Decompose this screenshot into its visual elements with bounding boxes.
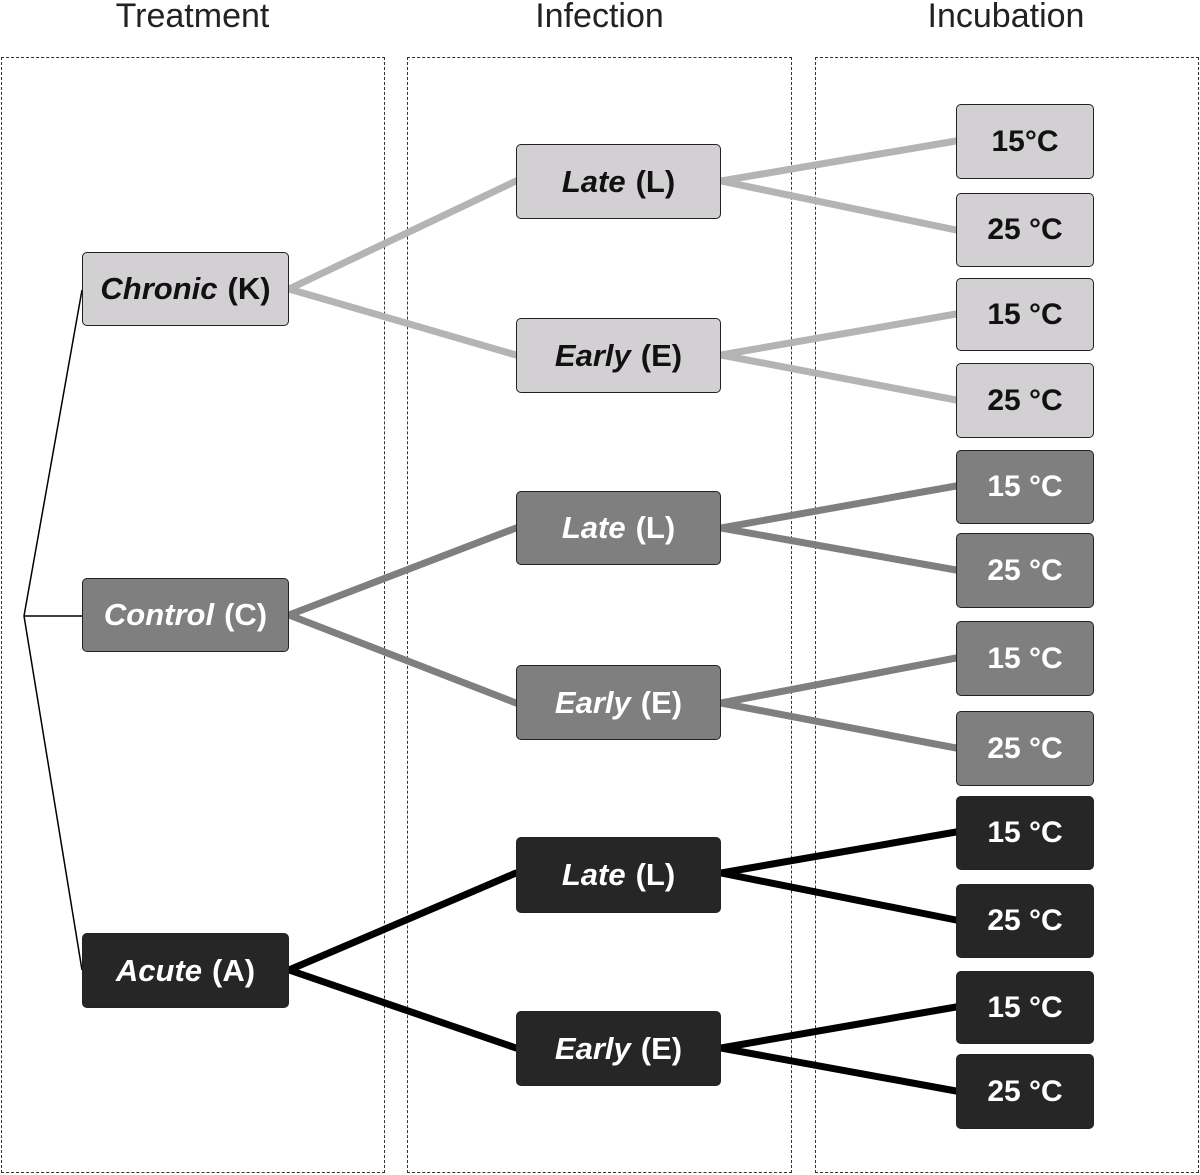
incubation-node: 15°C — [956, 104, 1094, 179]
incubation-node: 25 °C — [956, 1054, 1094, 1129]
treatment-name: Chronic — [100, 271, 218, 306]
infection-code: (E) — [640, 684, 683, 720]
infection-column-title: Infection — [535, 0, 664, 35]
incubation-node: 15 °C — [956, 796, 1094, 870]
infection-name: Late — [561, 510, 626, 545]
infection-node-chronic-late: Late (L) — [516, 144, 721, 219]
incubation-node: 25 °C — [956, 711, 1094, 786]
acute-links — [285, 828, 960, 1095]
infection-code: (L) — [635, 857, 676, 892]
infection-code: (L) — [635, 510, 676, 545]
incubation-node: 25 °C — [956, 193, 1094, 267]
incubation-panel — [815, 57, 1199, 1173]
treatment-node-acute: Acute (A) — [82, 933, 289, 1008]
infection-code: (E) — [640, 337, 683, 373]
root-link-acute — [23, 615, 83, 971]
treatment-node-chronic: Chronic (K) — [82, 252, 289, 326]
incubation-node: 15 °C — [956, 621, 1094, 696]
infection-name: Late — [561, 163, 626, 199]
treatment-panel — [1, 57, 385, 1173]
treatment-name: Control — [103, 597, 215, 632]
infection-node-acute-early: Early (E) — [516, 1011, 721, 1086]
infection-node-control-late: Late (L) — [516, 491, 721, 565]
treatment-code: (A) — [212, 952, 256, 988]
infection-code: (E) — [640, 1030, 683, 1066]
treatment-code: (K) — [227, 271, 271, 306]
infection-node-control-early: Early (E) — [516, 665, 721, 740]
infection-name: Early — [554, 337, 631, 373]
incubation-node: 25 °C — [956, 533, 1094, 608]
infection-code: (L) — [635, 163, 676, 199]
infection-name: Late — [561, 857, 626, 892]
treatment-code: (C) — [224, 597, 268, 632]
infection-name: Early — [554, 684, 631, 720]
infection-panel — [407, 57, 792, 1173]
chronic-links — [285, 137, 960, 404]
incubation-node: 25 °C — [956, 884, 1094, 958]
incubation-node: 15 °C — [956, 278, 1094, 351]
treatment-name: Acute — [115, 952, 203, 988]
incubation-node: 15 °C — [956, 971, 1094, 1044]
treatment-node-control: Control (C) — [82, 578, 289, 652]
infection-name: Early — [554, 1030, 631, 1066]
control-links — [285, 482, 960, 752]
root-link-chronic — [23, 289, 83, 617]
incubation-node: 25 °C — [956, 363, 1094, 438]
incubation-node: 15 °C — [956, 450, 1094, 524]
treatment-column-title: Treatment — [115, 0, 270, 35]
infection-node-chronic-early: Early (E) — [516, 318, 721, 393]
incubation-column-title: Incubation — [927, 0, 1085, 35]
infection-node-acute-late: Late (L) — [516, 837, 721, 913]
